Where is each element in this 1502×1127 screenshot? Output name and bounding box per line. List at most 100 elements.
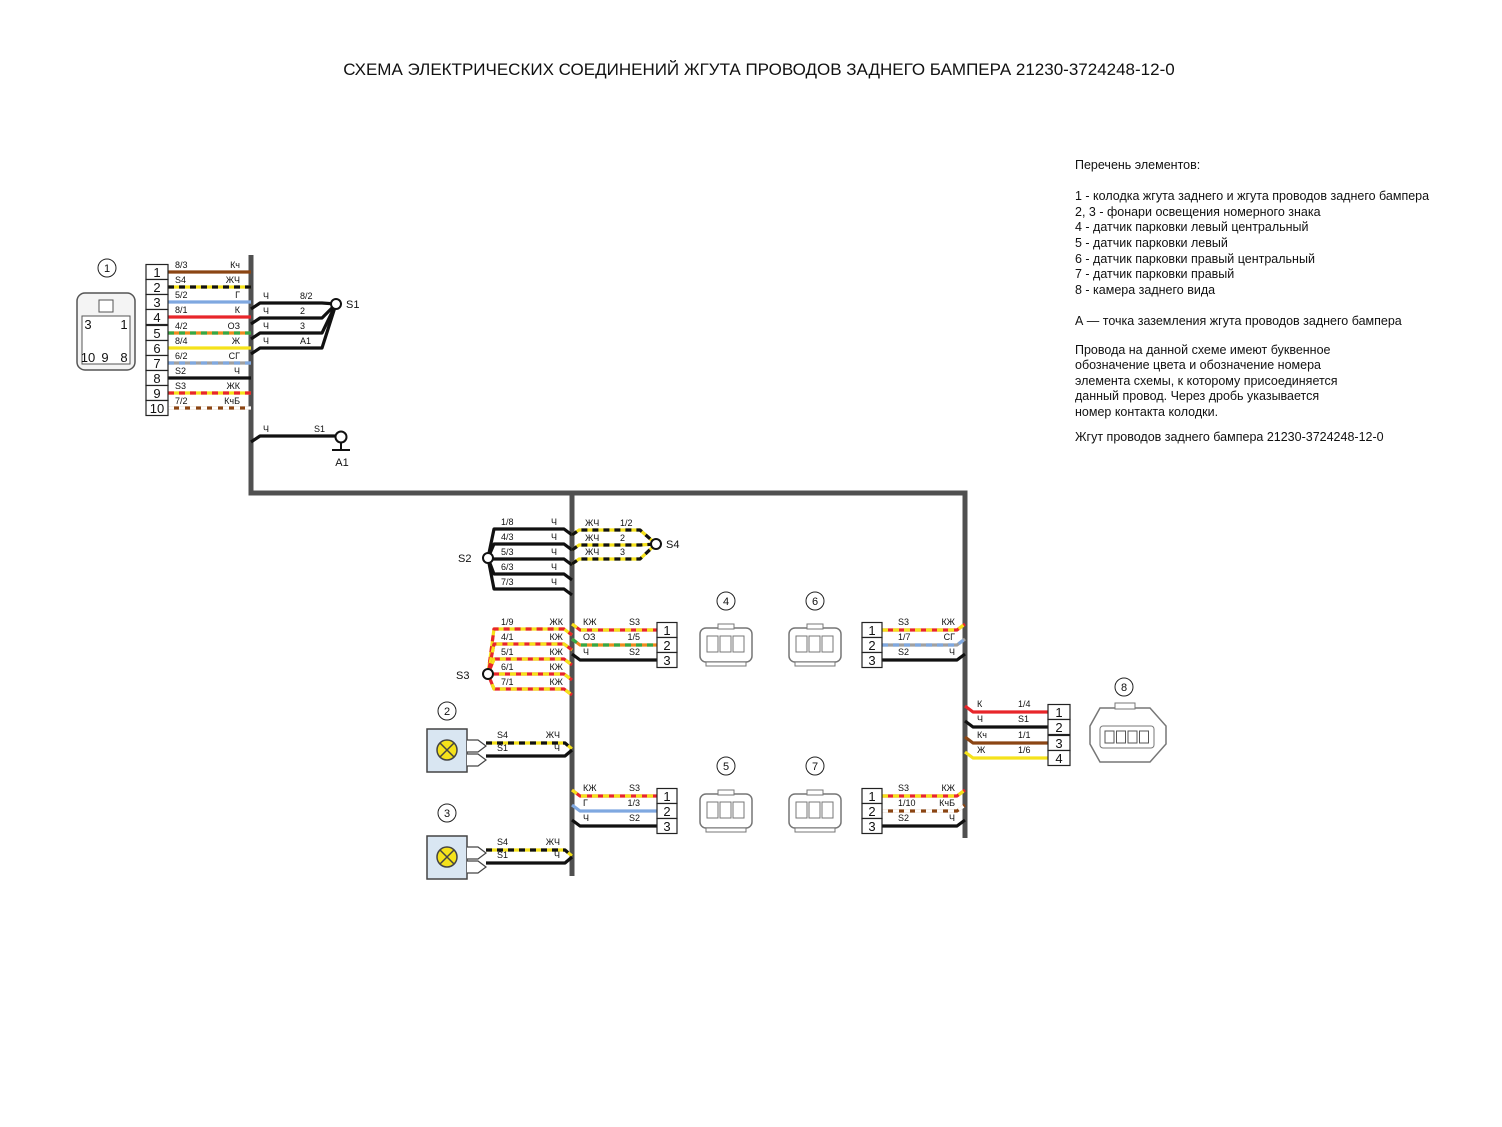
- pin-number: 2: [663, 804, 670, 819]
- s3-wire-stripe: [486, 673, 573, 697]
- c6-wire-stripe: [882, 637, 966, 647]
- lamp-cross-icon: [439, 849, 455, 865]
- wire-label: Кч: [230, 260, 240, 270]
- sensor-cavity: [808, 635, 821, 653]
- sensor-cavity: [795, 801, 808, 819]
- wire-label: 3: [300, 321, 305, 331]
- wire-label: 2: [620, 533, 625, 543]
- wire-label: 7/3: [501, 577, 514, 587]
- connector-pin-box: [145, 308, 169, 326]
- wire-label: 4/2: [175, 321, 188, 331]
- wire-label: Ч: [263, 336, 269, 346]
- wire-label: Ж: [977, 745, 986, 755]
- wire-label: 1/4: [1018, 699, 1031, 709]
- pin-number: 3: [663, 653, 670, 668]
- wire-label: Ч: [551, 517, 557, 527]
- pin-number: 3: [868, 819, 875, 834]
- sensor-base: [794, 661, 836, 667]
- wire-label: 2: [300, 306, 305, 316]
- component-number-circle: [716, 756, 736, 776]
- c2-wire: [486, 748, 574, 758]
- wire-label: ЖЧ: [546, 837, 560, 847]
- component-number: 5: [723, 761, 729, 773]
- sensor-cavity: [821, 635, 834, 653]
- face-pin: 9: [101, 350, 108, 365]
- pin-number: 1: [1055, 705, 1062, 720]
- camera-cavity: [1127, 730, 1138, 744]
- wire-label: 1/3: [627, 798, 640, 808]
- wire-label: Ч: [977, 714, 983, 724]
- wire-label: Г: [235, 290, 240, 300]
- splice-label: S1: [346, 299, 359, 311]
- wire-label: СГ: [229, 351, 240, 361]
- wire-label: Ч: [551, 532, 557, 542]
- wire-label: КЖ: [583, 783, 597, 793]
- wire-label: 7/1: [501, 677, 514, 687]
- legend-item: 2, 3 - фонари освещения номерного знака: [1075, 204, 1321, 219]
- ground-symbol: [332, 443, 350, 451]
- pin-number: 2: [868, 638, 875, 653]
- legend-item: 5 - датчик парковки левый: [1075, 235, 1228, 250]
- wire-label: ЖЧ: [585, 533, 599, 543]
- diagram-title: СХЕМА ЭЛЕКТРИЧЕСКИХ СОЕДИНЕНИЙ ЖГУТА ПРО…: [343, 60, 1175, 79]
- legend-wire-note: Провода на данной схеме имеют буквенное: [1075, 342, 1331, 357]
- c3-wire-stripe: [486, 848, 574, 858]
- wire-label: 1/6: [1018, 745, 1031, 755]
- wire-label: Ч: [583, 813, 589, 823]
- wire-label: ЖЧ: [585, 518, 599, 528]
- wire-label: К: [977, 699, 983, 709]
- wire-label: S1: [314, 424, 325, 434]
- component-number: 7: [812, 761, 818, 773]
- wire-label: Ч: [554, 850, 560, 860]
- wire-label: Ч: [234, 366, 240, 376]
- pin-number: 10: [150, 401, 164, 416]
- wire-label: 1/9: [501, 617, 514, 627]
- wire-label: 5/3: [501, 547, 514, 557]
- s2-wire: [486, 542, 573, 559]
- wire-label: 1/2: [620, 518, 633, 528]
- connector-pin-box: [145, 399, 169, 417]
- legend-harness-note: Жгут проводов заднего бампера 21230-3724…: [1075, 429, 1384, 444]
- connector-pin-box: [861, 651, 883, 669]
- wire-label: 3: [620, 547, 625, 557]
- splice-label: S2: [458, 553, 471, 565]
- component-number-circle: [716, 591, 736, 611]
- harness-trunk: [248, 255, 968, 876]
- legend-item: 1 - колодка жгута заднего и жгута провод…: [1075, 189, 1430, 204]
- pin-number: 3: [663, 819, 670, 834]
- component-number: 1: [104, 263, 110, 275]
- camera-latch: [1114, 702, 1136, 710]
- camera-cavity: [1139, 730, 1149, 744]
- element-legend: Перечень элементов: 1 - колодка жгута за…: [1075, 158, 1495, 445]
- wire-label: 4/3: [501, 532, 514, 542]
- pin-number: 8: [153, 371, 160, 386]
- wire-label: ЖЧ: [226, 275, 240, 285]
- wire-label: S3: [175, 381, 186, 391]
- wire-label: 8/4: [175, 336, 188, 346]
- s1-wire: [250, 303, 338, 356]
- pin-number: 1: [153, 265, 160, 280]
- wire-label: Ч: [263, 424, 269, 434]
- wire-label: Ч: [263, 321, 269, 331]
- wire-label: КЖ: [583, 617, 597, 627]
- wire-label: 8/1: [175, 305, 188, 315]
- sensor-cavity: [706, 801, 719, 819]
- sensor-base: [794, 827, 836, 833]
- s4-wire-stripe: [571, 542, 657, 552]
- c8-wire: [964, 735, 1048, 745]
- harness-main: [248, 255, 968, 838]
- camera-cavity: [1116, 730, 1126, 744]
- wire-label: Ч: [949, 647, 955, 657]
- wire-label: ЖК: [226, 381, 240, 391]
- legend-wire-note: элемента схемы, к которому присоединяетс…: [1075, 373, 1338, 388]
- sensor-latch: [806, 789, 824, 796]
- s2-wire: [486, 527, 573, 559]
- wire-label: S2: [898, 647, 909, 657]
- sensor-base: [705, 661, 747, 667]
- wire-label: S4: [175, 275, 186, 285]
- pin-number: 7: [153, 356, 160, 371]
- sensor-base: [705, 827, 747, 833]
- connector-pin-box: [1047, 749, 1071, 767]
- wire-label: СГ: [944, 632, 955, 642]
- face-pin: 1: [120, 317, 127, 332]
